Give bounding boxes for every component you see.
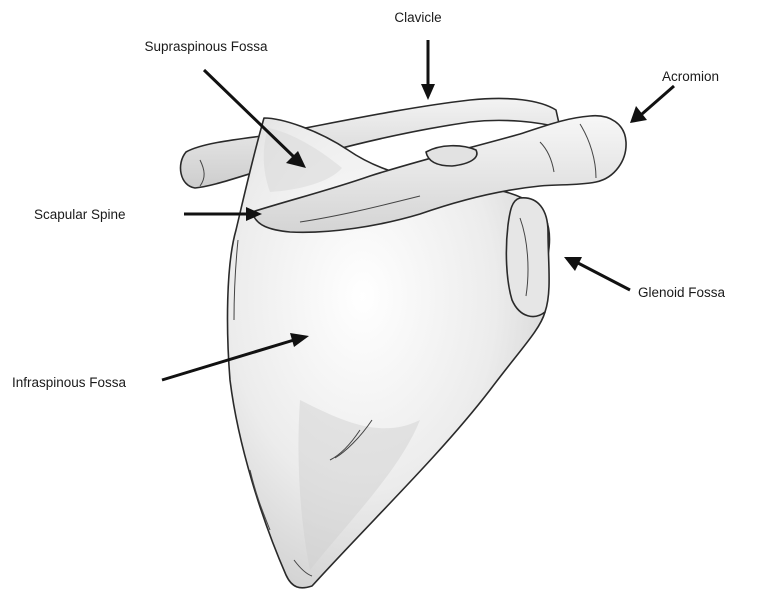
label-supraspinous-fossa: Supraspinous Fossa bbox=[144, 39, 268, 54]
glenoid-process bbox=[506, 198, 549, 317]
label-scapular-spine: Scapular Spine bbox=[34, 207, 126, 222]
label-glenoid-fossa: Glenoid Fossa bbox=[638, 285, 726, 300]
arrow-scapular-spine bbox=[184, 207, 262, 221]
label-acromion: Acromion bbox=[662, 69, 719, 84]
arrow-glenoid-fossa bbox=[564, 257, 630, 290]
arrow-acromion bbox=[630, 86, 674, 123]
label-infraspinous-fossa: Infraspinous Fossa bbox=[12, 375, 127, 390]
label-clavicle: Clavicle bbox=[394, 10, 441, 25]
arrow-clavicle bbox=[421, 40, 435, 100]
